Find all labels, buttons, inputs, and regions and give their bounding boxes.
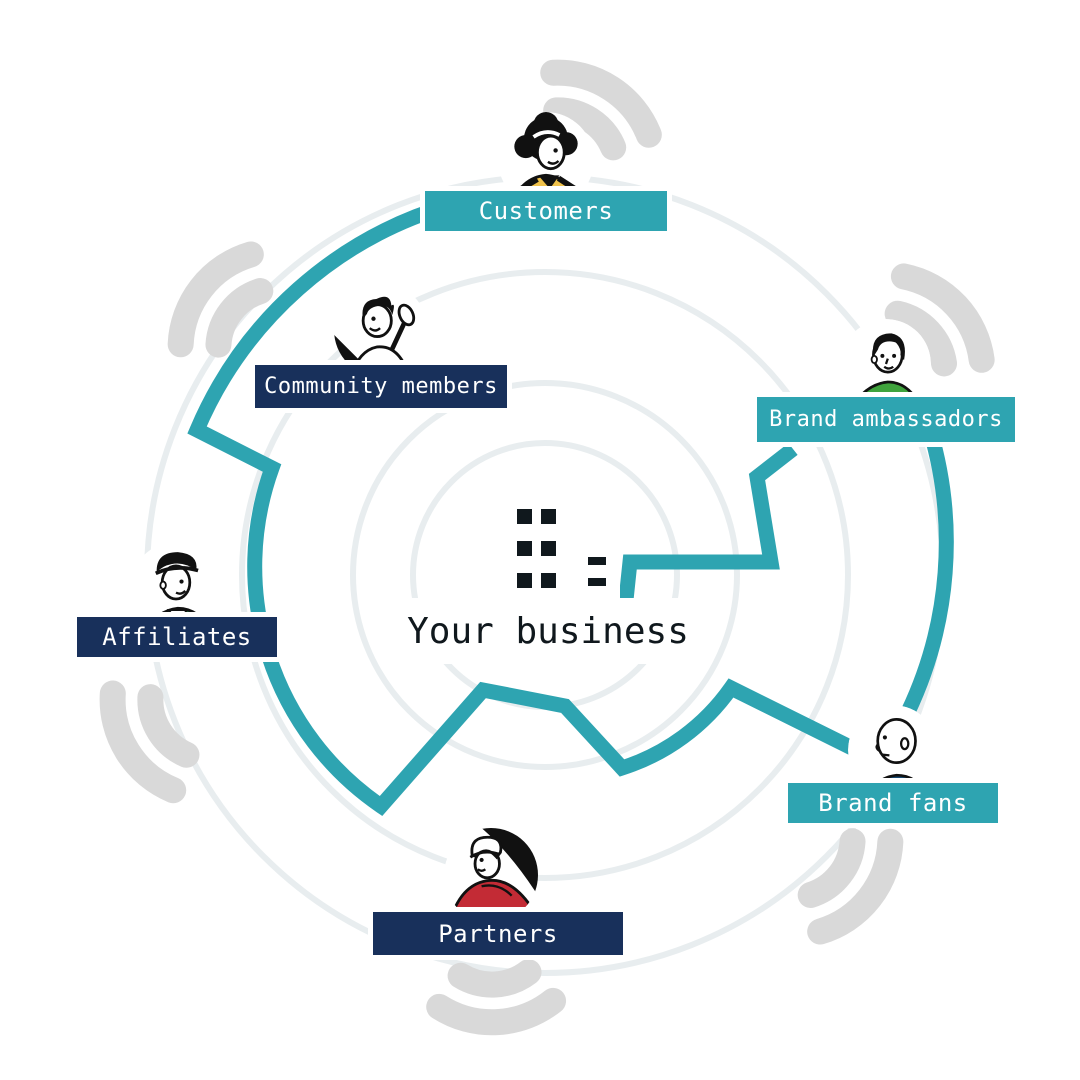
your-business-label: Your business (400, 598, 696, 664)
radio-waves-icon (438, 971, 554, 1025)
avatar-customers (498, 112, 594, 208)
brand-fans-label: Brand fans (783, 778, 1003, 828)
affiliates-label-text: Affiliates (102, 623, 252, 651)
your-business-label-text: Your business (407, 610, 689, 652)
partners-label-text: Partners (438, 919, 558, 948)
radio-waves-icon (97, 678, 198, 800)
buildings-icon (490, 477, 620, 603)
connection-route (187, 197, 954, 816)
brand-fans-label-text: Brand fans (818, 789, 968, 817)
radio-waves-icon (166, 243, 274, 363)
community-members-label: Community members (250, 360, 512, 413)
avatar-customers-icon (498, 112, 594, 208)
customers-label-text: Customers (478, 197, 614, 225)
brand-ambassadors-label: Brand ambassadors (752, 392, 1020, 447)
community-members-label-text: Community members (264, 374, 498, 399)
affiliates-label: Affiliates (72, 612, 282, 662)
partners-label: Partners (368, 907, 628, 960)
brand-ambassadors-label-text: Brand ambassadors (769, 407, 1003, 432)
customers-label: Customers (420, 186, 672, 236)
radio-waves-icon (797, 823, 905, 943)
